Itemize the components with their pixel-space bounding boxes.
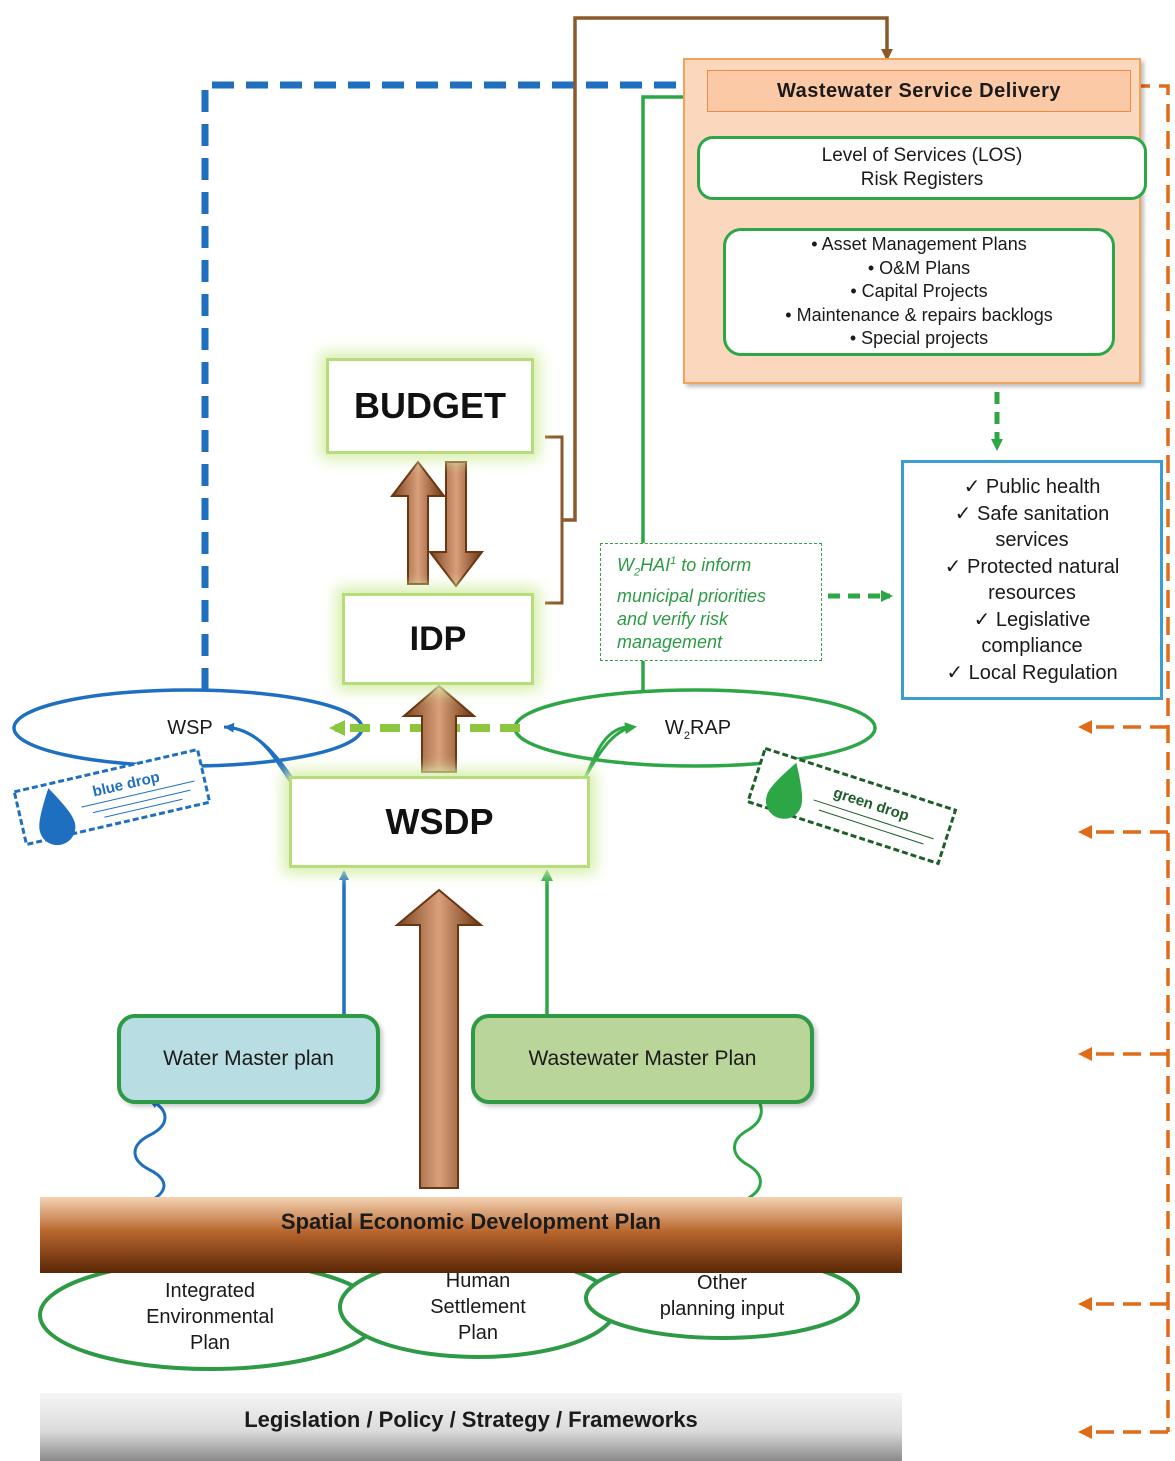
plan-item: • Capital Projects [850,281,988,302]
idp-box: IDP [342,593,534,685]
outcomes-box: ✓ Public health ✓ Safe sanitation servic… [901,460,1163,700]
brown-budget-idp-bracket [545,435,564,605]
plan-item: • O&M Plans [867,257,971,278]
outcome-item: ✓ Protected natural [944,555,1120,578]
wastewater-master-plan-box: Wastewater Master Plan [471,1014,814,1104]
w2hai-note: W2HAI1 to inform municipal priorities an… [600,543,822,661]
budget-box: BUDGET [326,358,534,454]
w2hai-line-1: W2HAI1 to inform [617,555,752,579]
outcome-item: ✓ Legislative [973,608,1091,631]
blue-wavy-sedp-to-water-plan [133,1098,167,1207]
blue-drop-badge [12,747,212,847]
outcome-item: ✓ Local Regulation [946,661,1118,684]
w2hai-line-2: municipal priorities [617,585,767,606]
brown-arrow-budget-to-idp [427,461,485,588]
wsp-label: WSP [167,717,213,739]
outcome-item: ✓ Public health [963,476,1101,498]
plan-item: • Asset Management Plans [811,234,1027,255]
spatial-economic-development-plan-bar: Spatial Economic Development Plan [40,1197,902,1273]
legislation-bar: Legislation / Policy / Strategy / Framew… [40,1393,902,1461]
green-drop-badge [746,746,958,866]
green-water-drop-icon [766,762,803,819]
plan-item: • Special projects [849,328,989,349]
outcome-item: compliance [981,635,1083,657]
outcome-item: services [995,529,1069,551]
brown-arrow-wsdp-to-idp [401,684,477,773]
w2hai-line-3: and verify risk [617,608,729,629]
wsdp-box: WSDP [289,776,590,868]
w2rap-label: W2RAP [664,717,732,742]
wastewater-service-delivery-title: Wastewater Service Delivery [707,70,1131,112]
big-brown-arrow-sedp-to-wsdp [394,888,484,1189]
green-wavy-sedp-to-wastewater-plan [733,1089,763,1202]
w2hai-line-4: management [617,631,723,652]
brown-arrow-idp-to-budget [389,460,447,585]
blue-water-drop-icon [39,788,76,846]
level-of-services-box: Level of Services (LOS) Risk Registers [697,136,1147,200]
outcome-item: ✓ Safe sanitation [954,502,1110,525]
orange-dashed-right-rail [1105,84,1170,1432]
outcome-item: resources [988,582,1076,604]
risk-registers-line: Risk Registers [860,169,984,190]
plan-item: • Maintenance & repairs backlogs [785,304,1053,325]
los-line: Level of Services (LOS) [821,145,1023,166]
water-master-plan-box: Water Master plan [117,1014,380,1104]
brown-line-to-top [562,16,893,522]
plans-box: • Asset Management Plans • O&M Plans • C… [723,228,1115,356]
